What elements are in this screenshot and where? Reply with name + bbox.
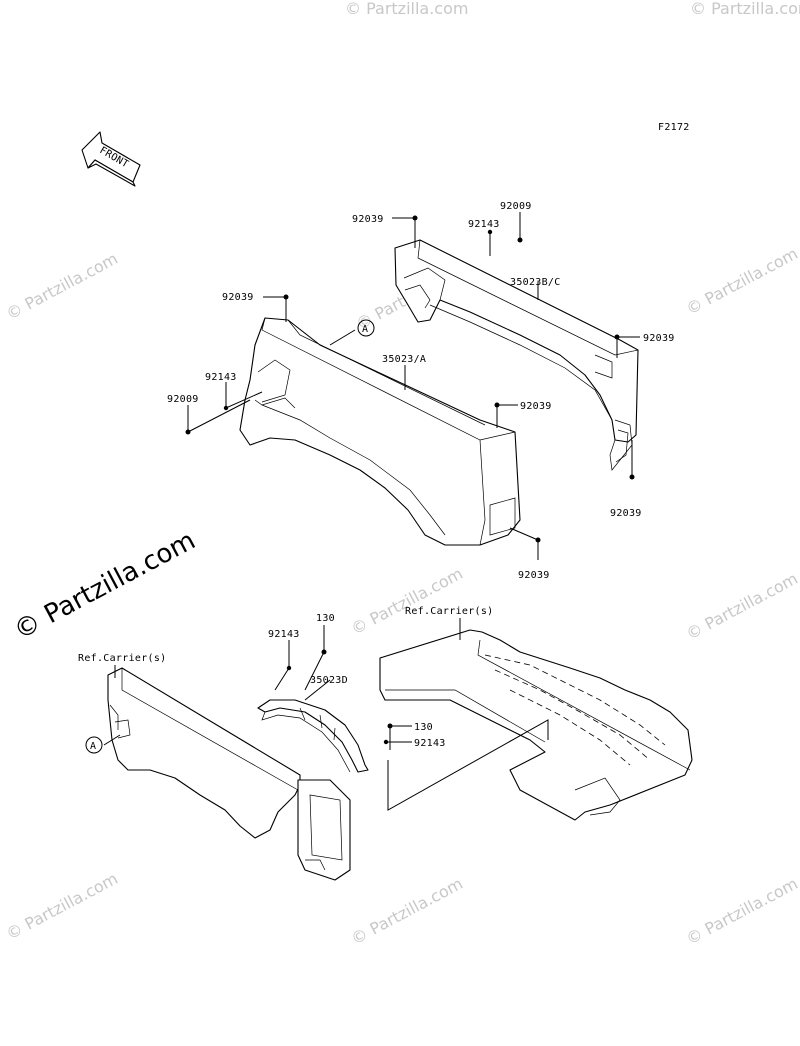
callout-labels: 92039 92143 92009 35023B/C 92039 92039 9… [78, 201, 675, 749]
callout-label: 130 [414, 722, 433, 733]
front-fender-part [239, 317, 521, 546]
watermark: © Partzilla.com [683, 244, 800, 319]
watermark: © Partzilla.com [348, 874, 466, 949]
watermark: © Partzilla.com [345, 0, 468, 18]
watermark: © Partzilla.com [348, 564, 466, 639]
callout-label: 35023/A [382, 354, 426, 365]
watermark: © Partzilla.com [3, 249, 121, 324]
reference-marker: A [85, 736, 103, 754]
marker-label: A [362, 324, 368, 335]
callout-label: 35023D [310, 675, 348, 686]
callout-label: 92143 [468, 219, 500, 230]
rear-fender-part [394, 239, 639, 471]
callout-label: Ref.Carrier(s) [405, 606, 494, 617]
watermark: © Partzilla.com [683, 874, 800, 949]
callout-label: 92039 [520, 401, 552, 412]
side-panel-part [107, 667, 351, 881]
callout-label: 92039 [610, 508, 642, 519]
inner-fender-part [257, 699, 369, 773]
watermark-large: © Partzilla.com [9, 525, 200, 646]
callout-label: 92009 [500, 201, 532, 212]
watermark: © Partzilla.com [3, 869, 121, 944]
callout-label: 92143 [414, 738, 446, 749]
watermark: © Partzilla.com [690, 0, 800, 18]
callout-label: 130 [316, 613, 335, 624]
front-arrow-icon: FRONT [81, 131, 141, 187]
marker-label: A [90, 741, 96, 752]
callout-label: 92143 [205, 372, 237, 383]
callout-label: 92039 [518, 570, 550, 581]
callout-label: 92009 [167, 394, 199, 405]
leader-lines [103, 212, 640, 811]
figure-id: F2172 [658, 122, 690, 133]
carrier-platform-part [379, 629, 693, 821]
callout-label: 92039 [352, 214, 384, 225]
callout-label: 92039 [643, 333, 675, 344]
callout-label: 35023B/C [510, 277, 561, 288]
reference-marker: A [357, 319, 375, 337]
callout-label: 92039 [222, 292, 254, 303]
watermark: © Partzilla.com [683, 569, 800, 644]
callout-label: Ref.Carrier(s) [78, 653, 167, 664]
callout-label: 92143 [268, 629, 300, 640]
